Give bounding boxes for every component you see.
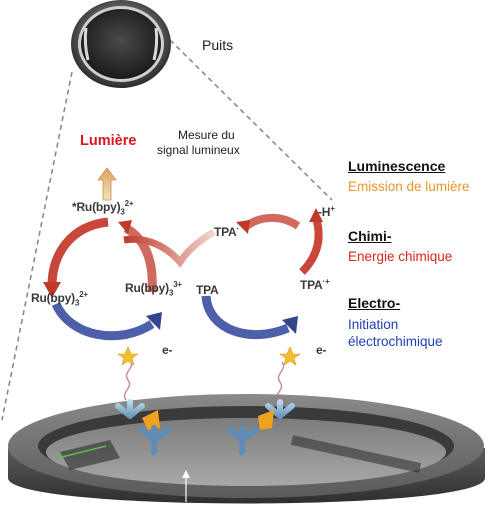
left-label-linker [117, 346, 139, 401]
legend-electro-text-line1: Initiation [348, 317, 399, 332]
ru2-label: Ru(bpy)32+ [31, 291, 88, 307]
ru-excited-label: *Ru(bpy)32+ [72, 199, 134, 217]
tpa-cation-label: TPA·+ [300, 277, 330, 292]
light-label: Lumière [80, 133, 137, 149]
legend-chimi-heading: Chimi- [348, 228, 392, 244]
electrode-label: Electrode [154, 507, 214, 523]
legend-electro-heading: Electro- [348, 295, 401, 311]
tpa-cation-text: TPA [300, 278, 323, 292]
ru-excited-text: *Ru(bpy) [72, 200, 121, 214]
measure-label-line2: signal lumineux [157, 143, 240, 157]
electron-transfer-arrow [123, 228, 216, 268]
ru3-sup: 3+ [173, 280, 182, 289]
zoom-guide-lines [1, 39, 333, 421]
well-label: Puits [202, 37, 234, 53]
left-antibody-complex [115, 399, 171, 455]
tpa-radical-label: TPA· [214, 224, 240, 239]
tpa-label: TPA [196, 283, 219, 297]
ru2-sub: 3 [74, 298, 80, 308]
tpa-radical-sup: · [236, 224, 240, 233]
minus-h-sup: + [330, 204, 335, 213]
ru2-text: Ru(bpy) [31, 291, 75, 305]
ruthenium-cycle-arrows [43, 217, 162, 341]
ru2-sup: 2+ [79, 290, 88, 299]
electrode-well [8, 394, 485, 504]
well-icon [71, 0, 171, 88]
tpa-cycle-arrows [201, 208, 323, 340]
minus-h-text: -H [318, 205, 331, 219]
electron-right-label: e- [316, 343, 327, 357]
legend-luminescence-text: Emission de lumière [348, 179, 470, 194]
tpa-radical-text: TPA [214, 225, 237, 239]
ru3-label: Ru(bpy)33+ [125, 281, 182, 297]
ru-excited-sup: 2+ [124, 199, 134, 208]
light-emission-arrow [97, 167, 117, 201]
legend-chimi-text: Energie chimique [348, 249, 453, 264]
legend-luminescence-heading: Luminescence [348, 158, 446, 174]
ru3-text: Ru(bpy) [125, 281, 169, 295]
ru3-sub: 3 [168, 288, 174, 298]
right-label-linker [275, 346, 301, 403]
right-antibody-complex [227, 399, 295, 455]
electrode-pointer [182, 470, 190, 502]
electron-left-label: e- [162, 343, 173, 357]
measure-label-line1: Mesure du [178, 128, 235, 142]
legend-electro-text-line2: électrochimique [348, 334, 443, 349]
tpa-cation-sup: ·+ [322, 277, 330, 286]
ru-excited-sub: 3 [120, 207, 125, 217]
minus-h-label: -H+ [318, 204, 335, 219]
